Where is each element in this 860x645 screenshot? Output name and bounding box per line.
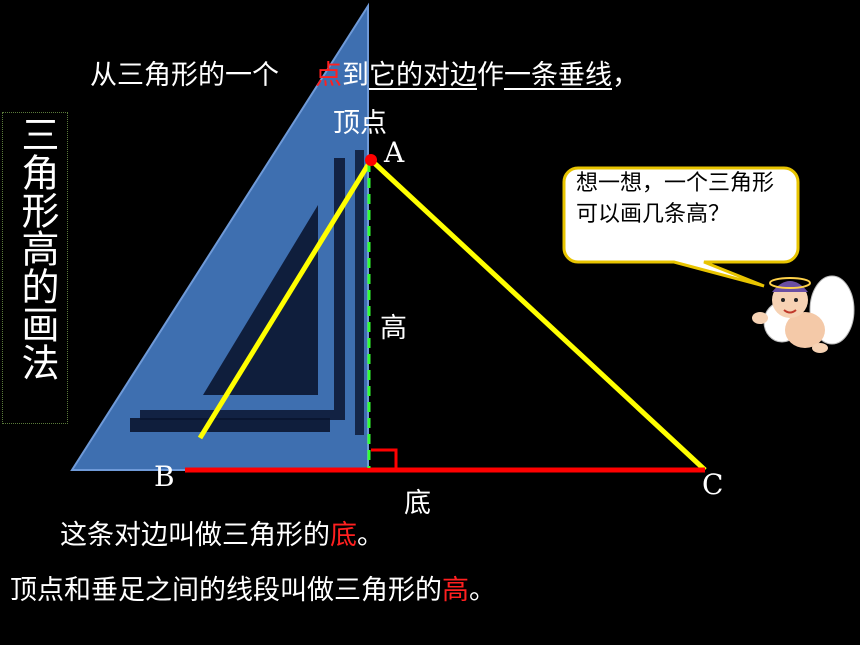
line3-part1: 顶点和垂足之间的线段叫做三角形的	[10, 575, 442, 606]
instruction-line-2: 这条对边叫做三角形的底。	[60, 520, 384, 552]
line2-part2: 底	[330, 520, 357, 551]
line1-part1: 从三角形的一个	[90, 60, 279, 91]
label-b: B	[154, 460, 175, 493]
label-a: A	[384, 136, 405, 169]
bubble-text: 想一想，一个三角形可以画几条高？	[576, 171, 775, 227]
instruction-line-1: 从三角形的一个 点到它的对边作一条垂线，	[90, 60, 639, 92]
speech-bubble	[562, 166, 800, 288]
label-height: 高	[380, 313, 407, 344]
line1-part5: 作	[477, 60, 504, 91]
side-title: 三角形高的画法	[15, 115, 59, 381]
label-base: 底	[404, 488, 431, 519]
line1-part2: 点	[315, 60, 342, 91]
line1-part3: 到	[342, 60, 369, 91]
side-title-box: 三角形高的画法	[2, 112, 68, 424]
label-c: C	[702, 468, 724, 501]
line2-part3: 。	[357, 520, 384, 551]
side-ab	[197, 158, 374, 440]
cupid-angel-illustration	[752, 275, 855, 353]
set-square-ruler[interactable]	[70, 2, 369, 471]
vertex-word: 顶点	[333, 108, 387, 139]
line3-part2: 高	[442, 575, 469, 606]
right-angle-mark	[371, 448, 398, 468]
line2-part1: 这条对边叫做三角形的	[60, 520, 330, 551]
side-ac	[369, 158, 707, 472]
line1-part6: 一条垂线	[504, 60, 612, 91]
line1-part7: ，	[612, 60, 639, 91]
vertex-a-dot	[365, 154, 377, 166]
line1-part4: 它的对边	[369, 60, 477, 91]
line3-part3: 。	[469, 575, 496, 606]
instruction-line-3: 顶点和垂足之间的线段叫做三角形的高。	[10, 575, 496, 607]
